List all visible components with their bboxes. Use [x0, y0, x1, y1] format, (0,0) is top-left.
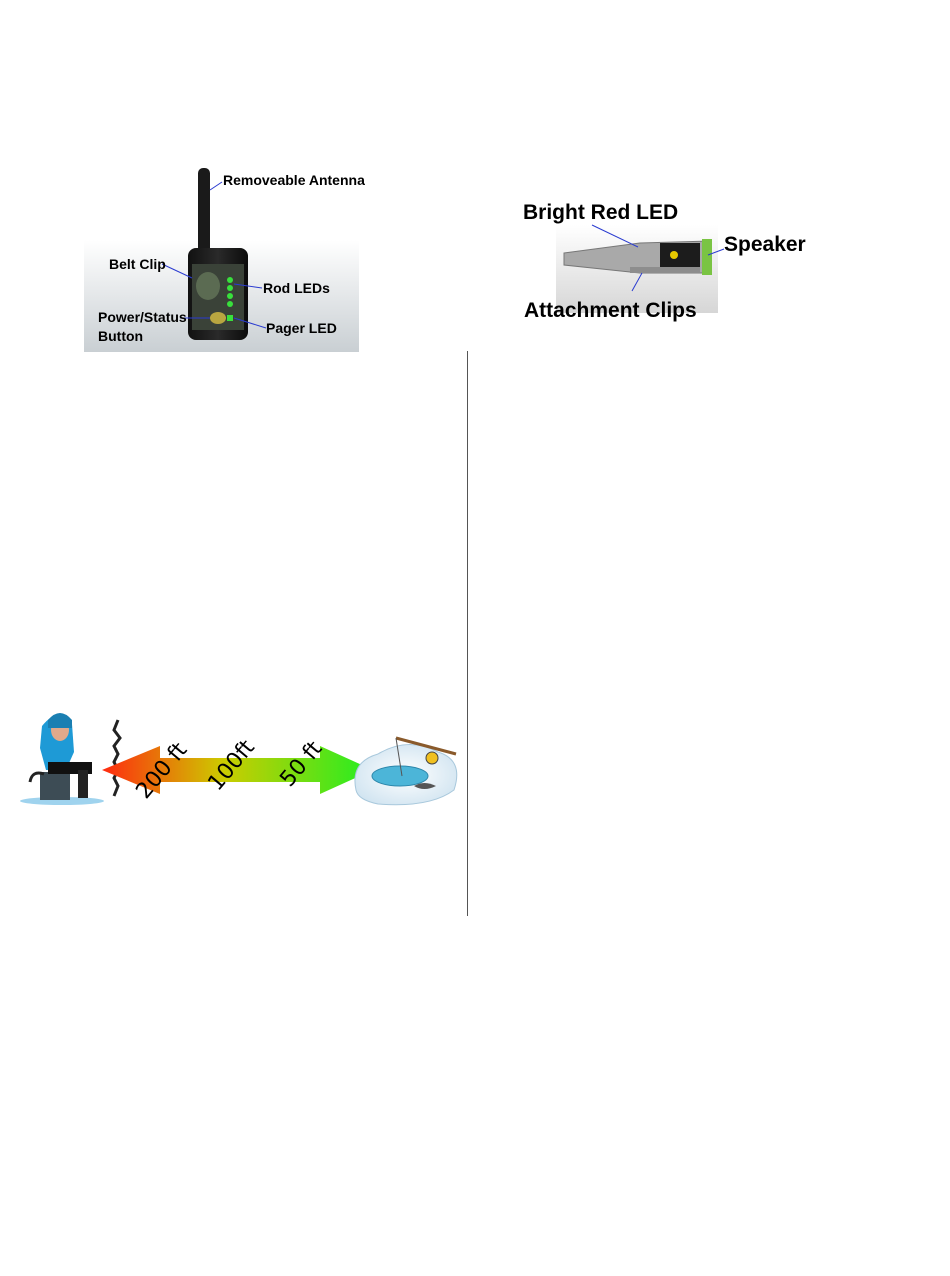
label-rod-leds: Rod LEDs: [263, 280, 330, 296]
power-button: [210, 312, 226, 324]
fish-art: [196, 272, 220, 300]
label-speaker: Speaker: [724, 233, 806, 256]
rod-led-4: [227, 301, 233, 307]
label-pager-led: Pager LED: [266, 320, 337, 336]
range-illustration: 200 ft 100ft 50 ft: [18, 700, 463, 812]
label-belt-clip: Belt Clip: [109, 256, 166, 272]
attachment-clip: [630, 267, 700, 273]
rod-unit-face: [660, 243, 700, 271]
speaker: [702, 239, 712, 275]
label-power-status: Power/Status: [98, 309, 187, 325]
label-button: Button: [98, 328, 143, 344]
ice-hole-rod-icon: [355, 738, 457, 805]
rod-led-1: [227, 277, 233, 283]
range-figure: 200 ft 100ft 50 ft: [18, 700, 463, 812]
label-antenna: Removeable Antenna: [223, 172, 365, 188]
label-attachment-clips: Attachment Clips: [524, 299, 697, 322]
column-divider: [467, 351, 468, 916]
pager-illustration: Removeable Antenna Belt Clip Rod LEDs Po…: [84, 160, 374, 355]
rod-led-3: [227, 293, 233, 299]
rod-unit-figure: Bright Red LED Speaker Attachment Clips: [520, 195, 820, 330]
label-red-led: Bright Red LED: [523, 201, 678, 224]
red-led: [670, 251, 678, 259]
pager-led: [227, 315, 233, 321]
rod-unit-illustration: Bright Red LED Speaker Attachment Clips: [520, 195, 820, 330]
rod-led-2: [227, 285, 233, 291]
fisherman-icon: [20, 713, 120, 805]
pager-figure: Removeable Antenna Belt Clip Rod LEDs Po…: [84, 160, 374, 355]
antenna: [198, 168, 210, 254]
